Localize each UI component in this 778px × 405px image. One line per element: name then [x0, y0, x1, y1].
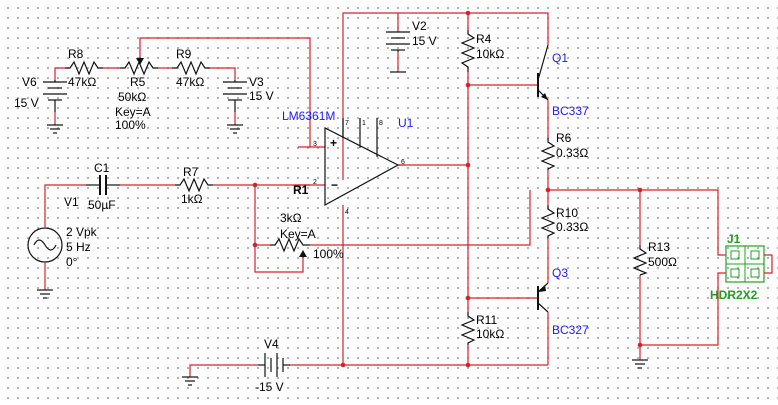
r13-value: 500Ω: [648, 255, 677, 269]
q3-model: BC327: [552, 323, 589, 337]
r9-ref: R9: [176, 47, 192, 61]
v1-ref: V1: [64, 195, 79, 209]
v3-value: 15 V: [249, 89, 274, 103]
r4-value: 10kΩ: [476, 47, 504, 61]
r13-ref: R13: [648, 240, 670, 254]
v1-freq: 5 Hz: [66, 240, 91, 254]
u1-model: LM6361M: [282, 109, 335, 123]
r10-value: 0.33Ω: [556, 220, 588, 234]
c1-value: 50µF: [88, 198, 116, 212]
r7-value: 1kΩ: [181, 192, 203, 206]
r6-value: 0.33Ω: [556, 146, 588, 160]
battery-v4[interactable]: V4 -15 V: [182, 337, 290, 394]
r5-value: 50kΩ: [118, 90, 146, 104]
r6-ref: R6: [556, 131, 572, 145]
u1-pin-7: 7: [345, 120, 349, 127]
r11-value: 10kΩ: [476, 327, 504, 341]
resistor-r9[interactable]: R9 47kΩ: [172, 47, 210, 89]
transistor-q3[interactable]: Q3 BC327: [537, 266, 589, 337]
resistor-r11[interactable]: R11 10kΩ: [460, 312, 504, 345]
junction-dots: [252, 10, 643, 368]
resistor-r7[interactable]: R7 1kΩ: [175, 165, 213, 206]
u1-pin-3: 3: [313, 141, 317, 148]
transistor-q1[interactable]: Q1 BC337: [537, 44, 589, 118]
v2-value: 15 V: [412, 34, 437, 48]
r1-value: 3kΩ: [280, 211, 302, 225]
r8-ref: R8: [68, 47, 84, 61]
opamp-minus-sign: −: [331, 178, 338, 192]
c1-ref: C1: [94, 161, 110, 175]
v3-ref: V3: [249, 75, 264, 89]
v4-value: -15 V: [255, 380, 284, 394]
v1-phase: 0°: [66, 255, 78, 269]
resistor-r8[interactable]: R8 47kΩ: [65, 47, 103, 89]
resistor-r6[interactable]: R6 0.33Ω: [540, 131, 588, 170]
q1-model: BC337: [552, 104, 589, 118]
r11-ref: R11: [476, 313, 497, 327]
r8-value: 47kΩ: [68, 75, 96, 89]
battery-v3[interactable]: V3 15 V: [223, 75, 274, 134]
r5-key: Key=A: [115, 105, 151, 119]
resistor-r13[interactable]: R13 500Ω: [632, 240, 677, 369]
u1-pin-6: 6: [401, 159, 405, 166]
battery-v6[interactable]: V6 15 V: [14, 75, 67, 134]
q1-ref: Q1: [552, 51, 568, 65]
u1-pin-1: 1: [362, 120, 366, 127]
v1-amp: 2 Vpk: [66, 225, 98, 239]
r5-ref: R5: [130, 75, 146, 89]
r4-ref: R4: [476, 32, 492, 46]
j1-model: HDR2X2: [710, 288, 758, 302]
r5-pct: 100%: [115, 118, 146, 132]
potentiometer-r5[interactable]: R5 50kΩ Key=A 100%: [115, 57, 158, 132]
v2-ref: V2: [412, 19, 427, 33]
r1-key: Key=A: [280, 227, 316, 241]
v6-ref: V6: [22, 75, 37, 89]
j1-ref: J1: [727, 232, 741, 246]
opamp-plus-sign: +: [330, 136, 337, 150]
wire-net: [44, 12, 726, 377]
resistor-r10[interactable]: R10 0.33Ω: [540, 205, 588, 238]
resistor-r4[interactable]: R4 10kΩ: [460, 30, 504, 72]
r1-pct: 100%: [313, 247, 344, 261]
u1-pin-2: 2: [313, 179, 317, 186]
r7-ref: R7: [183, 165, 199, 179]
q3-ref: Q3: [552, 266, 568, 280]
battery-v2[interactable]: V2 15 V: [386, 19, 437, 73]
r10-ref: R10: [556, 206, 578, 220]
u1-pin-8: 8: [379, 120, 383, 127]
header-j1[interactable]: J1 HDR2X2: [710, 232, 773, 302]
r9-value: 47kΩ: [176, 75, 204, 89]
v4-ref: V4: [264, 337, 279, 351]
potentiometer-r1[interactable]: R1 3kΩ Key=A 100%: [270, 183, 344, 261]
r1-ref: R1: [293, 183, 309, 197]
u1-pin-4: 4: [345, 209, 349, 216]
opamp-u1[interactable]: + − LM6361M U1 7 1 8 3 2 6 4: [282, 109, 414, 216]
v6-value: 15 V: [14, 96, 39, 110]
capacitor-c1[interactable]: C1 50µF: [86, 161, 120, 212]
ac-source-v1[interactable]: V1 2 Vpk 5 Hz 0°: [27, 195, 98, 299]
u1-ref: U1: [398, 116, 414, 130]
